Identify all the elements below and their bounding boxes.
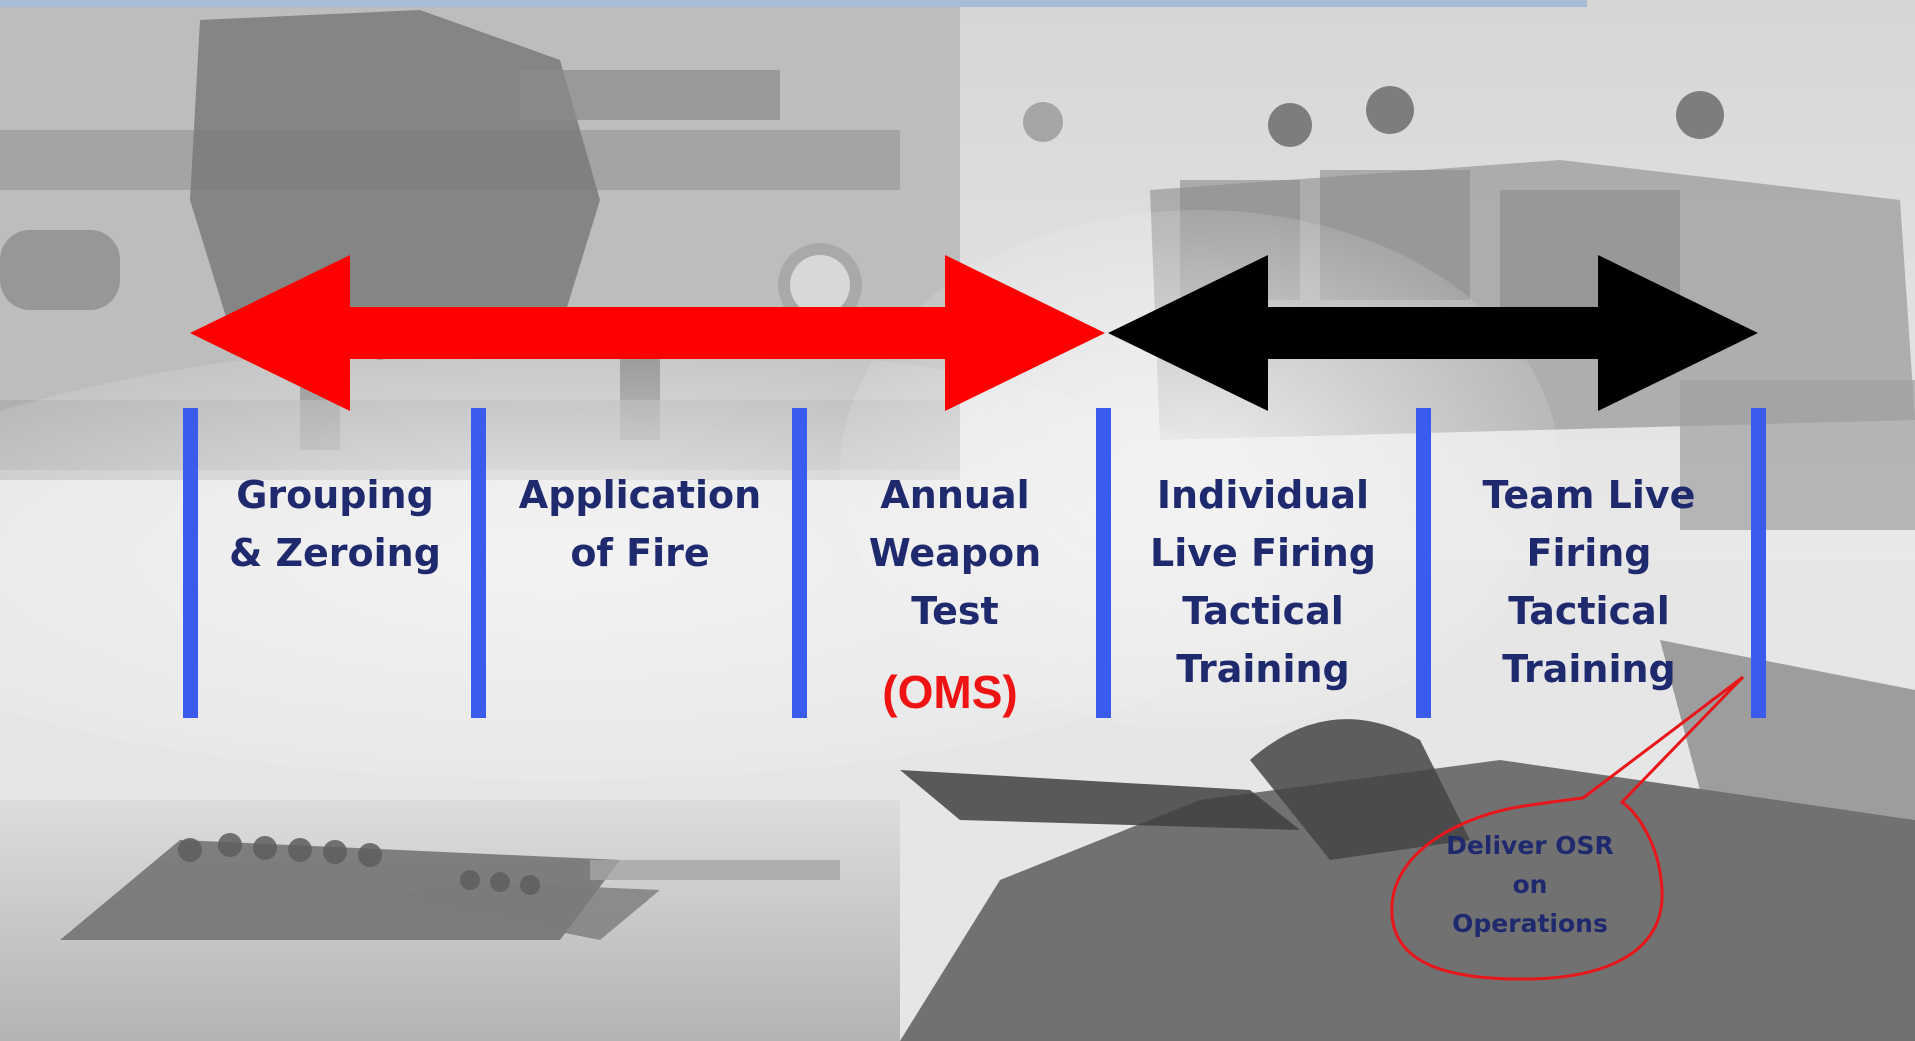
callout-text: Deliver OSR on Operations [1446,831,1614,938]
stage-application-of-fire-label: Application of Fire [518,473,762,575]
callout-bubble [1390,675,1745,981]
black-double-arrow [1108,255,1758,411]
divider-line-2 [471,408,486,718]
stage-annual-weapon-test-label: Annual Weapon Test [868,473,1042,633]
stage-grouping-zeroing-label: Grouping & Zeroing [229,473,441,575]
divider-line-5 [1416,408,1431,718]
divider-line-4 [1096,408,1111,718]
divider-line-6 [1751,408,1766,718]
stage-team-live-firing-label: Team Live Firing Tactical Training [1482,473,1696,691]
oms-label: (OMS) [882,666,1018,718]
divider-line-1 [183,408,198,718]
stage-individual-live-firing-label: Individual Live Firing Tactical Training [1149,473,1376,691]
red-double-arrow [190,255,1105,411]
divider-line-3 [792,408,807,718]
